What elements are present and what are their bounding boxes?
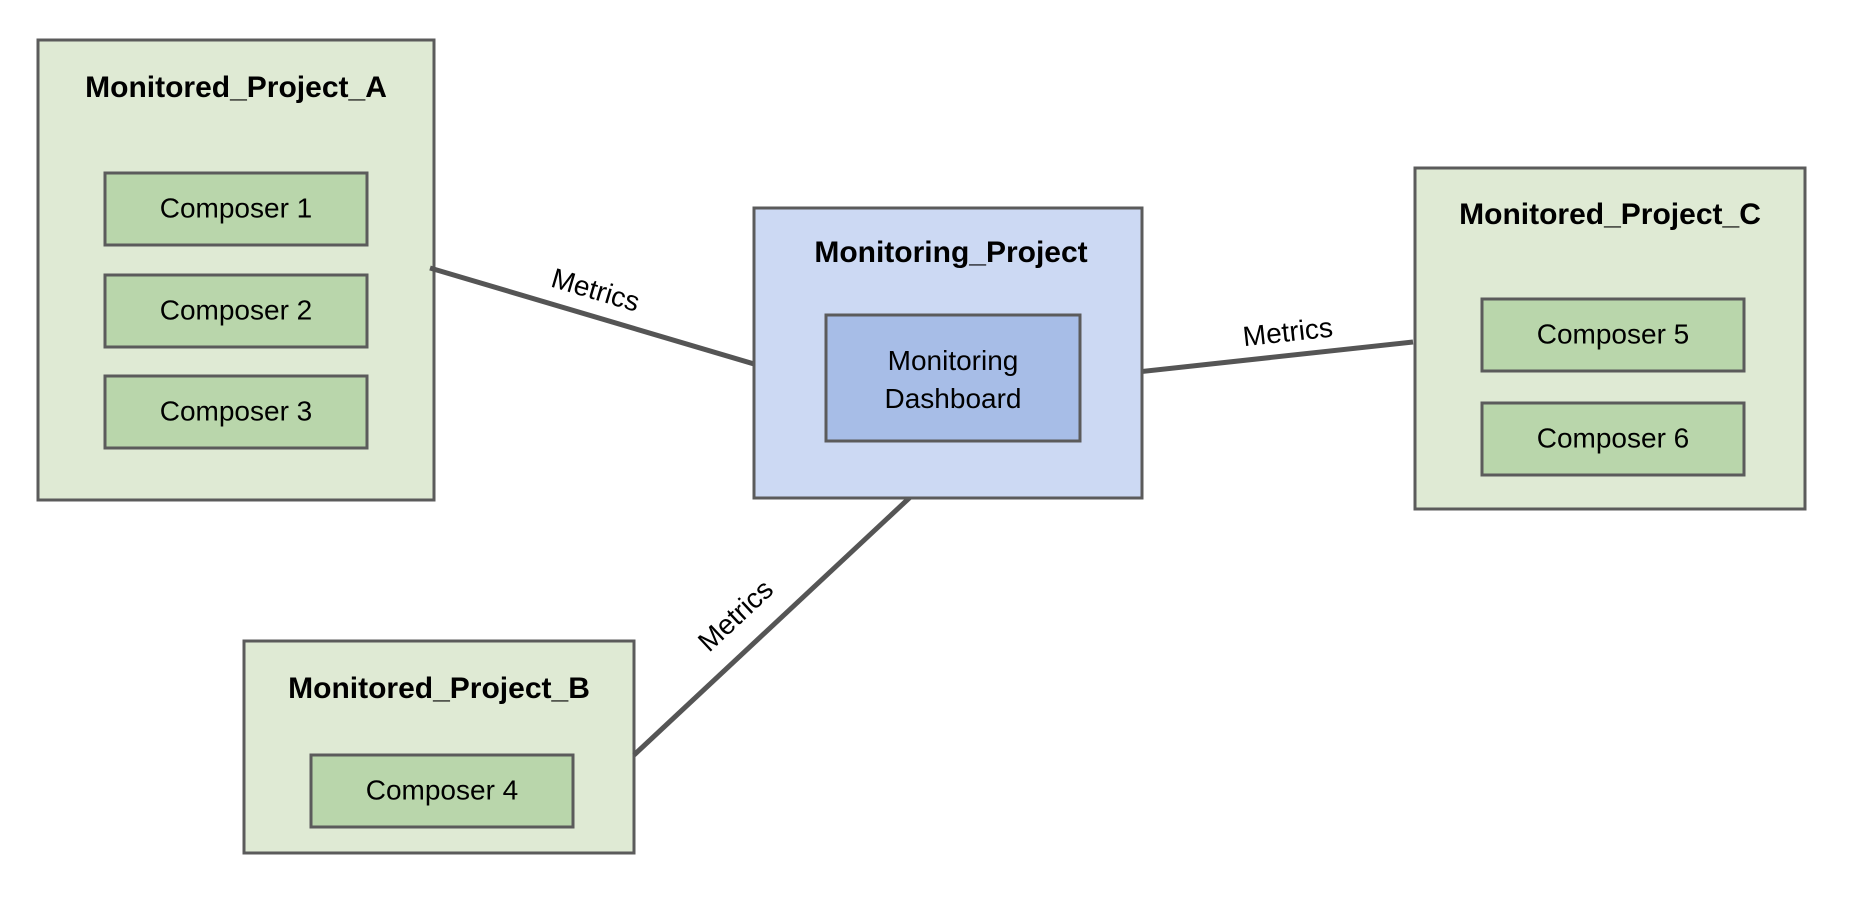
composer-2-box[interactable]: [103, 273, 369, 349]
monitoring-dashboard-label-line-2: Dashboard: [885, 383, 1022, 414]
node-monitored-project-b[interactable]: Monitored_Project_B Composer 4: [242, 639, 636, 855]
composer-3-label: Composer 3: [160, 395, 313, 426]
composer-1-label: Composer 1: [160, 192, 313, 223]
monitoring-dashboard-label-line-1: Monitoring: [888, 345, 1019, 376]
monitoring-dashboard[interactable]: Monitoring Dashboard: [824, 313, 1082, 443]
composer-1[interactable]: Composer 1: [103, 171, 369, 247]
monitored-project-b-title: Monitored_Project_B: [288, 672, 590, 705]
composer-4[interactable]: Composer 4: [309, 753, 575, 829]
edge-project-b-label: Metrics: [692, 573, 779, 657]
monitoring-dashboard-box[interactable]: [824, 313, 1082, 443]
edge-project-c-line: [1099, 339, 1414, 379]
composer-6-label: Composer 6: [1537, 422, 1690, 453]
composer-6-box[interactable]: [1480, 401, 1746, 477]
composer-1-box[interactable]: [103, 171, 369, 247]
composer-4-box[interactable]: [309, 753, 575, 829]
node-monitored-project-c[interactable]: Monitored_Project_C Composer 5 Composer …: [1413, 166, 1807, 511]
composer-3-box[interactable]: [103, 374, 369, 450]
composer-2[interactable]: Composer 2: [103, 273, 369, 349]
monitored-project-c-title: Monitored_Project_C: [1459, 198, 1761, 231]
monitoring-project-title: Monitoring_Project: [814, 236, 1087, 269]
composer-2-label: Composer 2: [160, 294, 313, 325]
monitored-project-a-title: Monitored_Project_A: [85, 71, 387, 104]
composer-6[interactable]: Composer 6: [1480, 401, 1746, 477]
composer-5-label: Composer 5: [1537, 318, 1690, 349]
edge-project-c-label: Metrics: [1241, 312, 1334, 353]
node-monitoring-project[interactable]: Monitoring_Project Monitoring Dashboard: [752, 206, 1144, 500]
composer-5[interactable]: Composer 5: [1480, 297, 1746, 373]
edge-project-a-line: [429, 265, 809, 383]
edge-project-b-line: [632, 458, 952, 757]
node-monitored-project-a[interactable]: Monitored_Project_A Composer 1 Composer …: [36, 38, 436, 502]
composer-4-label: Composer 4: [366, 774, 519, 805]
composer-5-box[interactable]: [1480, 297, 1746, 373]
composer-3[interactable]: Composer 3: [103, 374, 369, 450]
